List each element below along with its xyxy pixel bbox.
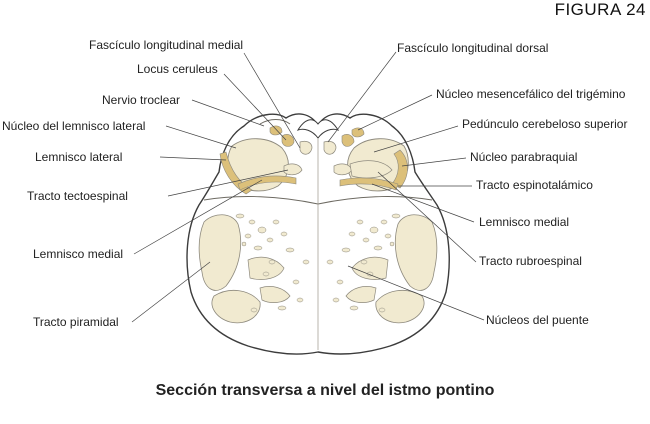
leader-lemnisco-medial-right <box>371 183 475 223</box>
pontine-speckle <box>253 245 263 251</box>
leader-fasciculo-longitudinal-dorsal <box>327 51 397 143</box>
pontine-speckle <box>235 213 245 219</box>
label-tracto-espinotalamico: Tracto espinotalámico <box>476 178 593 192</box>
label-tracto-rubroespinal: Tracto rubroespinal <box>479 254 582 268</box>
left-tectospinal-tract <box>283 163 303 176</box>
left-mlf <box>299 140 313 155</box>
pontine-speckle <box>266 237 274 243</box>
pontine-nuclei-speckles <box>235 213 401 313</box>
label-locus-ceruleus: Locus ceruleus <box>137 62 218 76</box>
label-nucleo-lemnisco-lateral: Núcleo del lemnisco lateral <box>2 119 146 133</box>
pontine-speckle <box>369 226 379 234</box>
label-tracto-piramidal: Tracto piramidal <box>33 315 119 329</box>
leader-lemnisco-lateral <box>159 156 227 161</box>
pontine-speckle <box>362 237 370 243</box>
pontine-speckle <box>356 219 364 225</box>
pontine-speckle <box>326 259 334 265</box>
label-fasciculo-longitudinal-medial: Fascículo longitudinal medial <box>89 38 244 52</box>
pontine-speckle <box>250 307 258 313</box>
right-locus-ceruleus <box>341 134 355 147</box>
pontine-speckle <box>373 245 383 251</box>
pontine-speckle <box>268 259 276 265</box>
label-nervio-troclear: Nervio troclear <box>102 93 181 107</box>
pontine-speckle <box>348 231 356 237</box>
label-pedunculo-cerebeloso-superior: Pedúnculo cerebeloso superior <box>462 117 628 131</box>
fourth-ventricle-notch <box>296 119 340 139</box>
leader-tracto-tectoespinal <box>167 169 289 197</box>
pontine-speckle <box>272 219 280 225</box>
leader-nucleo-parabraquial <box>401 157 467 167</box>
label-fasciculo-longitudinal-dorsal: Fascículo longitudinal dorsal <box>397 41 549 55</box>
figure-caption: Sección transversa a nivel del istmo pon… <box>155 382 495 399</box>
label-lemnisco-medial-left: Lemnisco medial <box>33 247 124 261</box>
leader-tracto-piramidal <box>131 261 211 323</box>
left-trochlear-nerve <box>259 119 291 125</box>
right-spinothalamic-band <box>339 177 399 191</box>
leader-nucleo-mesencefalico <box>357 94 433 131</box>
pontine-speckle <box>244 233 252 239</box>
pontine-speckle <box>384 233 392 239</box>
right-pontine-fibers-low <box>345 286 377 303</box>
pontine-speckle <box>380 219 388 225</box>
pontine-speckle <box>292 279 300 285</box>
leader-fasciculo-longitudinal-medial <box>243 52 301 149</box>
left-medial-lemniscus-band <box>237 175 297 191</box>
leader-nucleo-lemnisco-lateral <box>165 125 237 149</box>
pontine-speckle <box>241 241 247 247</box>
label-tracto-tectoespinal: Tracto tectoespinal <box>27 189 128 203</box>
pontine-speckle <box>262 271 270 277</box>
leader-nervio-troclear <box>191 99 265 127</box>
left-pyramidal-bundle-large <box>198 214 242 291</box>
leader-lemnisco-medial-left <box>133 179 263 255</box>
label-nucleos-puente: Núcleos del puente <box>486 313 589 327</box>
pontine-speckle <box>280 231 288 237</box>
left-locus-ceruleus <box>281 134 295 147</box>
label-lemnisco-medial-right: Lemnisco medial <box>479 215 570 229</box>
pontine-speckle <box>391 213 401 219</box>
pontine-speckle <box>336 279 344 285</box>
label-nucleo-mesencefalico-trigemino: Núcleo mesencefálico del trigémino <box>436 87 626 101</box>
pontine-speckle <box>349 305 359 311</box>
pontine-speckle <box>360 259 368 265</box>
label-nucleo-parabraquial: Núcleo parabraquial <box>470 150 578 164</box>
leader-locus-ceruleus <box>223 73 287 141</box>
pontine-speckle <box>285 247 295 253</box>
pontine-speckle <box>277 305 287 311</box>
right-pyramidal-bundle-large <box>394 214 438 291</box>
pontine-speckle <box>378 307 386 313</box>
pontine-speckle <box>296 297 304 303</box>
pontine-speckle <box>341 247 351 253</box>
left-pyramidal-bundle-lower <box>211 289 261 324</box>
label-lemnisco-lateral: Lemnisco lateral <box>35 150 123 164</box>
pontine-speckle <box>257 226 267 234</box>
pontine-speckle <box>389 241 395 247</box>
figure-label: FIGURA 24 <box>554 0 646 19</box>
leader-pedunculo-cerebeloso <box>373 125 459 153</box>
pontine-speckle <box>332 297 340 303</box>
right-mesencephalic-nucleus <box>351 127 365 138</box>
right-mlf <box>323 140 337 155</box>
leader-nucleos-puente <box>347 265 485 321</box>
left-lateral-lemniscus-band <box>219 151 253 195</box>
left-pontine-fibers-low <box>259 286 291 303</box>
leader-tracto-rubroespinal <box>377 171 477 263</box>
pontine-speckle <box>248 219 256 225</box>
right-rubrospinal-region <box>349 160 393 179</box>
pontine-speckle <box>302 259 310 265</box>
right-pyramidal-bundle-lower <box>375 289 425 324</box>
